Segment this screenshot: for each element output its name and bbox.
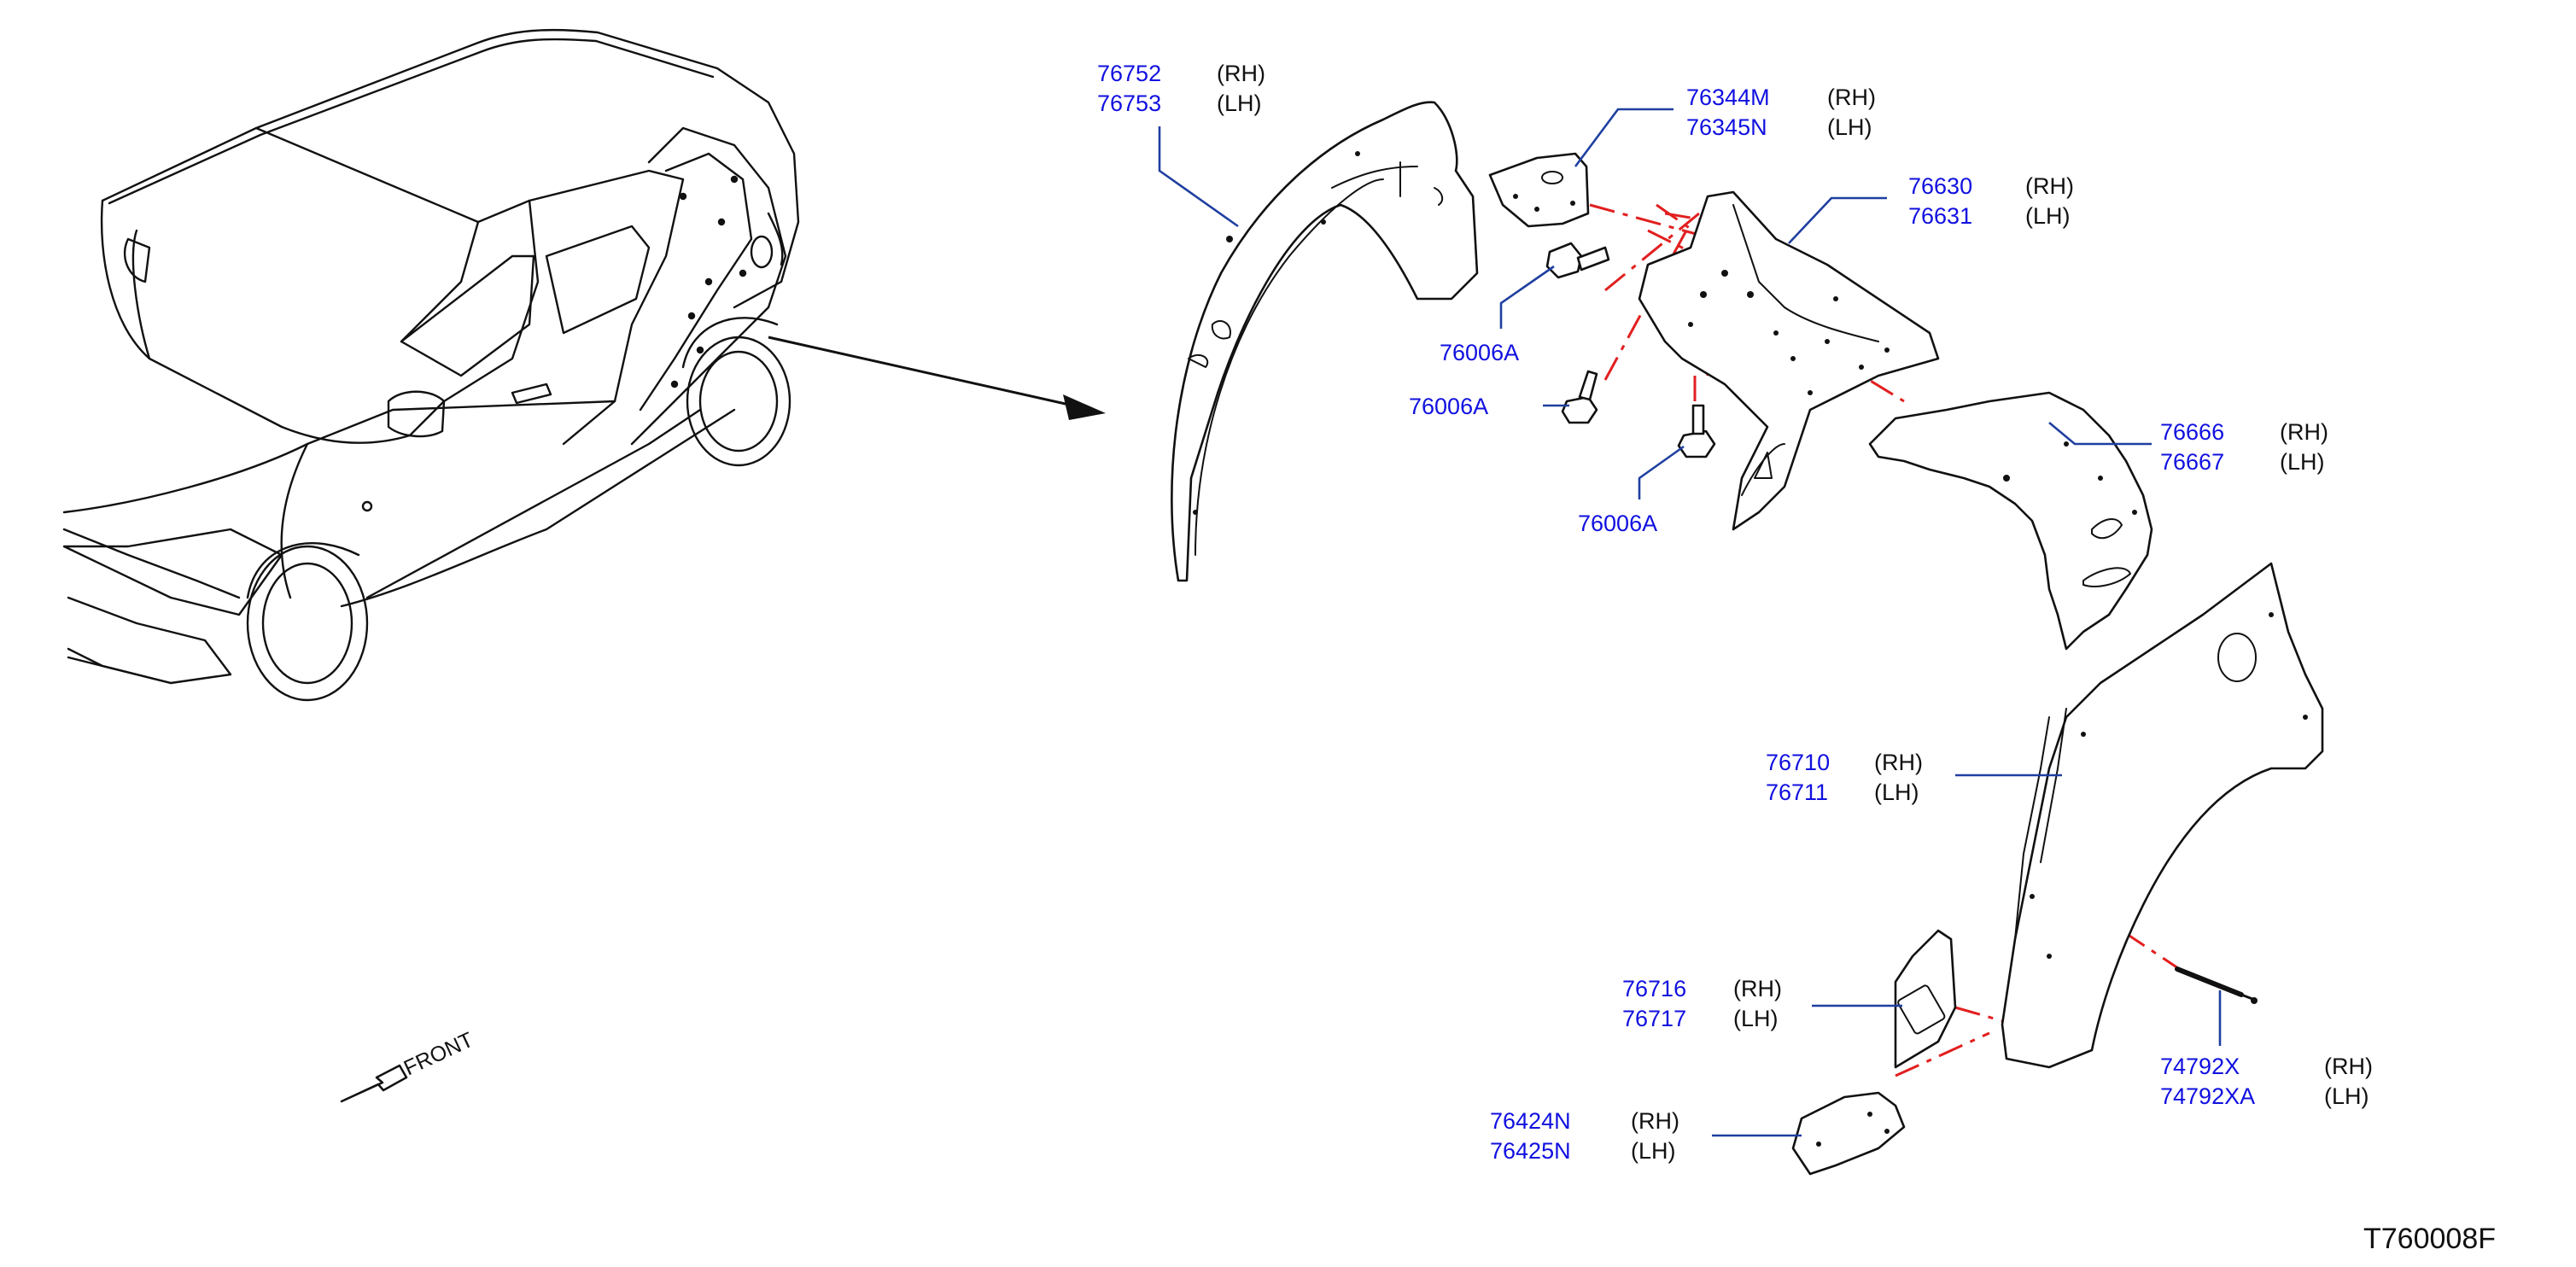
part-number-lh: 76667 [2160, 449, 2224, 475]
part-number-rh: 76752 [1097, 61, 1161, 86]
side-label-rh: (RH) [1217, 61, 1265, 86]
callout-weatherstrip: 74792X (RH) 74792XA (LH) [2160, 1054, 2373, 1109]
side-label-lh: (LH) [2025, 203, 2071, 229]
part-number-rh: 76666 [2160, 419, 2224, 445]
side-label-rh: (RH) [1874, 750, 1923, 775]
part-number-lh: 76345N [1686, 114, 1767, 140]
side-label-rh: (RH) [2324, 1054, 2373, 1079]
reinforcement-part [1894, 929, 1957, 1069]
outer-fender-panel-part [2001, 562, 2324, 1069]
side-label-lh: (LH) [2324, 1083, 2369, 1109]
detail-arrow [768, 336, 1106, 420]
bolt-part-number: 76006A [1578, 511, 1657, 536]
side-label-lh: (LH) [2280, 449, 2325, 475]
callout-wheelhouse-liner: 76752 (RH) 76753 (LH) [1097, 61, 1265, 116]
bolt-icon [1561, 370, 1598, 424]
bolt-icon [1545, 242, 1610, 279]
diagram-code: T760008F [2363, 1223, 2496, 1255]
part-number-rh: 76344M [1686, 85, 1770, 110]
side-label-rh: (RH) [1733, 976, 1782, 1001]
bolt-icon [1677, 404, 1716, 458]
part-number-rh: 76716 [1622, 976, 1686, 1001]
part-number-rh: 76630 [1908, 173, 1972, 199]
vehicle-illustration [62, 28, 800, 702]
side-label-rh: (RH) [1827, 85, 1876, 110]
side-label-lh: (LH) [1827, 114, 1872, 140]
front-direction-indicator: FRONT [340, 1028, 477, 1103]
wheelhouse-liner-part [1171, 101, 1479, 582]
side-label-rh: (RH) [1631, 1108, 1679, 1134]
part-number-lh: 74792XA [2160, 1083, 2255, 1109]
inner-panel-part [1638, 190, 1940, 531]
weatherstrip-part [2175, 966, 2258, 1004]
side-label-lh: (LH) [1733, 1006, 1779, 1031]
upper-bracket-part [1488, 152, 1590, 228]
part-number-rh: 76424N [1490, 1108, 1571, 1134]
hollow-arrow-icon [340, 1064, 408, 1103]
bolt-part-number: 76006A [1440, 340, 1519, 365]
outer-wheelhouse-part [1868, 391, 2153, 651]
part-number-lh: 76631 [1908, 203, 1972, 229]
part-number-lh: 76717 [1622, 1006, 1686, 1031]
lower-extension-part [1791, 1091, 1906, 1176]
part-number-lh: 76425N [1490, 1138, 1571, 1164]
front-label: FRONT [400, 1028, 477, 1081]
callout-outer-wheelhouse: 76666 (RH) 76667 (LH) [2160, 419, 2328, 475]
callout-upper-bracket: 76344M (RH) 76345N (LH) [1686, 85, 1876, 140]
callout-outer-fender-panel: 76710 (RH) 76711 (LH) [1766, 750, 1923, 805]
side-label-lh: (LH) [1217, 90, 1262, 116]
side-label-lh: (LH) [1874, 779, 1919, 805]
part-number-rh: 76710 [1766, 750, 1830, 775]
side-label-rh: (RH) [2025, 173, 2074, 199]
side-label-rh: (RH) [2280, 419, 2328, 445]
callout-inner-panel: 76630 (RH) 76631 (LH) [1908, 173, 2074, 229]
part-number-lh: 76753 [1097, 90, 1161, 116]
callout-reinforcement: 76716 (RH) 76717 (LH) [1622, 976, 1782, 1031]
part-number-lh: 76711 [1766, 779, 1828, 805]
part-number-rh: 74792X [2160, 1054, 2240, 1079]
callout-lower-extension: 76424N (RH) 76425N (LH) [1490, 1108, 1679, 1164]
side-label-lh: (LH) [1631, 1138, 1676, 1164]
bolt-part-number: 76006A [1409, 394, 1488, 419]
leader-lines [1158, 108, 2222, 1137]
